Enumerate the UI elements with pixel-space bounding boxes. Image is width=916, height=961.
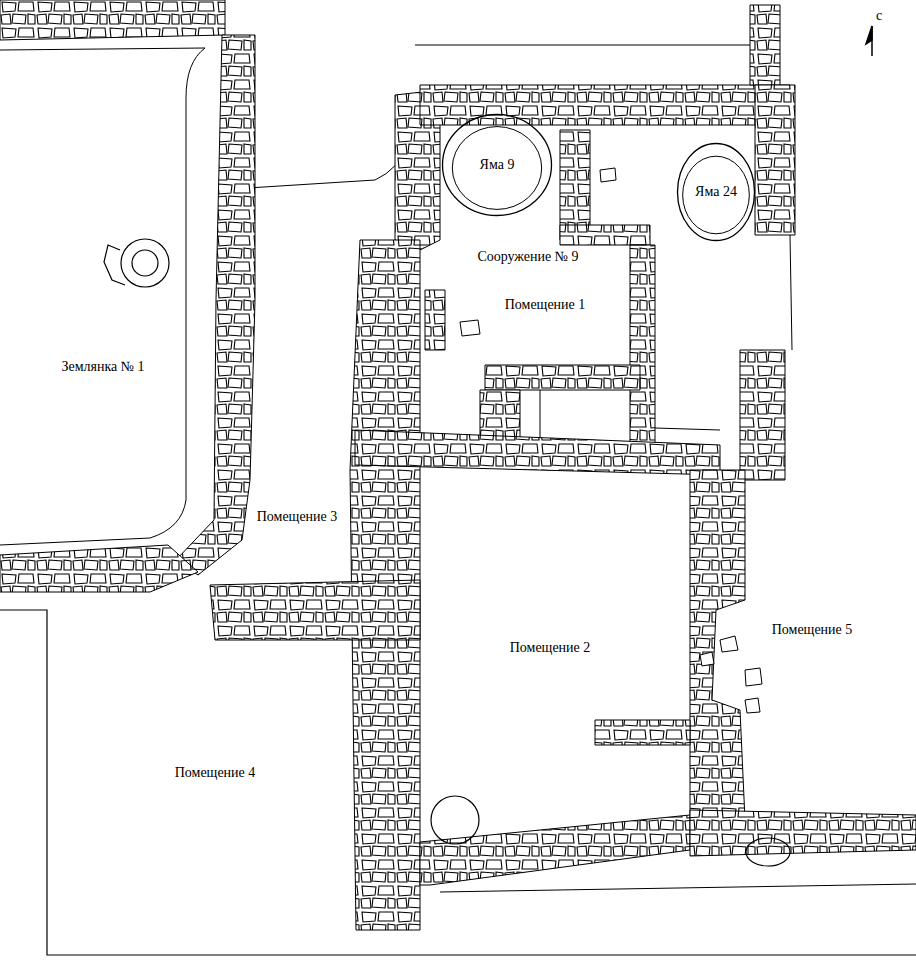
stone-wall <box>750 5 780 85</box>
room-label: Помещение 1 <box>503 297 588 313</box>
stone-wall <box>210 580 420 640</box>
room-label: Землянка № 1 <box>59 359 146 375</box>
stone-wall <box>690 810 916 856</box>
stone-wall <box>560 130 590 240</box>
loose-stone <box>600 168 616 182</box>
stone-wall <box>595 720 690 745</box>
pit-outline <box>0 48 205 545</box>
pit-outline <box>415 45 760 46</box>
stone-wall <box>630 245 655 460</box>
excavation-frame <box>0 610 916 955</box>
stone-wall <box>755 85 795 235</box>
pit <box>431 796 479 844</box>
pit-edge <box>443 115 552 216</box>
excavation-frame <box>0 610 916 955</box>
pit <box>431 796 790 866</box>
north-arrow <box>866 26 872 44</box>
room-label: Помещение 2 <box>508 640 593 656</box>
stone-wall <box>355 430 720 475</box>
north-label: с <box>874 8 884 24</box>
pit <box>746 838 790 866</box>
stone-wall <box>690 470 745 820</box>
pit-bottom <box>452 127 541 210</box>
room-label: Помещение 4 <box>173 765 258 781</box>
pit-outline <box>440 884 916 892</box>
room-label: Помещение 3 <box>255 509 340 525</box>
room-label: Помещение 5 <box>770 622 855 638</box>
stone-wall <box>176 35 255 575</box>
pit-outline: Яма 9 <box>441 113 553 217</box>
pit-outline <box>248 140 412 188</box>
stone-wall <box>425 290 445 350</box>
pit-outline <box>0 45 916 892</box>
pit-outline <box>655 428 720 430</box>
loose-stone <box>460 320 480 336</box>
pit-bottom <box>683 156 750 234</box>
stone-wall <box>0 0 916 930</box>
loose-stone <box>720 636 738 652</box>
stone-wall <box>560 225 650 245</box>
stone-wall <box>420 815 690 885</box>
pit-edge <box>678 144 755 241</box>
room-label: Сооружение № 9 <box>475 249 580 265</box>
stone-wall <box>480 390 520 440</box>
pit-outline <box>540 390 541 440</box>
hearth <box>104 239 169 287</box>
hearth <box>104 245 125 285</box>
stone-wall <box>0 545 198 592</box>
pit-label: Яма 9 <box>480 157 515 172</box>
loose-stone <box>745 698 760 713</box>
pit-outline: Яма 24 <box>676 142 756 242</box>
loose-stone <box>745 668 762 686</box>
stone-wall <box>485 365 640 390</box>
stone-wall <box>0 0 225 40</box>
pit-label: Яма 24 <box>695 184 737 199</box>
loose-stone <box>460 168 762 713</box>
hearth <box>121 239 169 287</box>
pit-outline <box>790 235 792 350</box>
loose-stone <box>700 652 714 666</box>
north-arrow <box>866 26 872 56</box>
stone-wall <box>740 350 785 480</box>
hearth <box>132 250 158 276</box>
